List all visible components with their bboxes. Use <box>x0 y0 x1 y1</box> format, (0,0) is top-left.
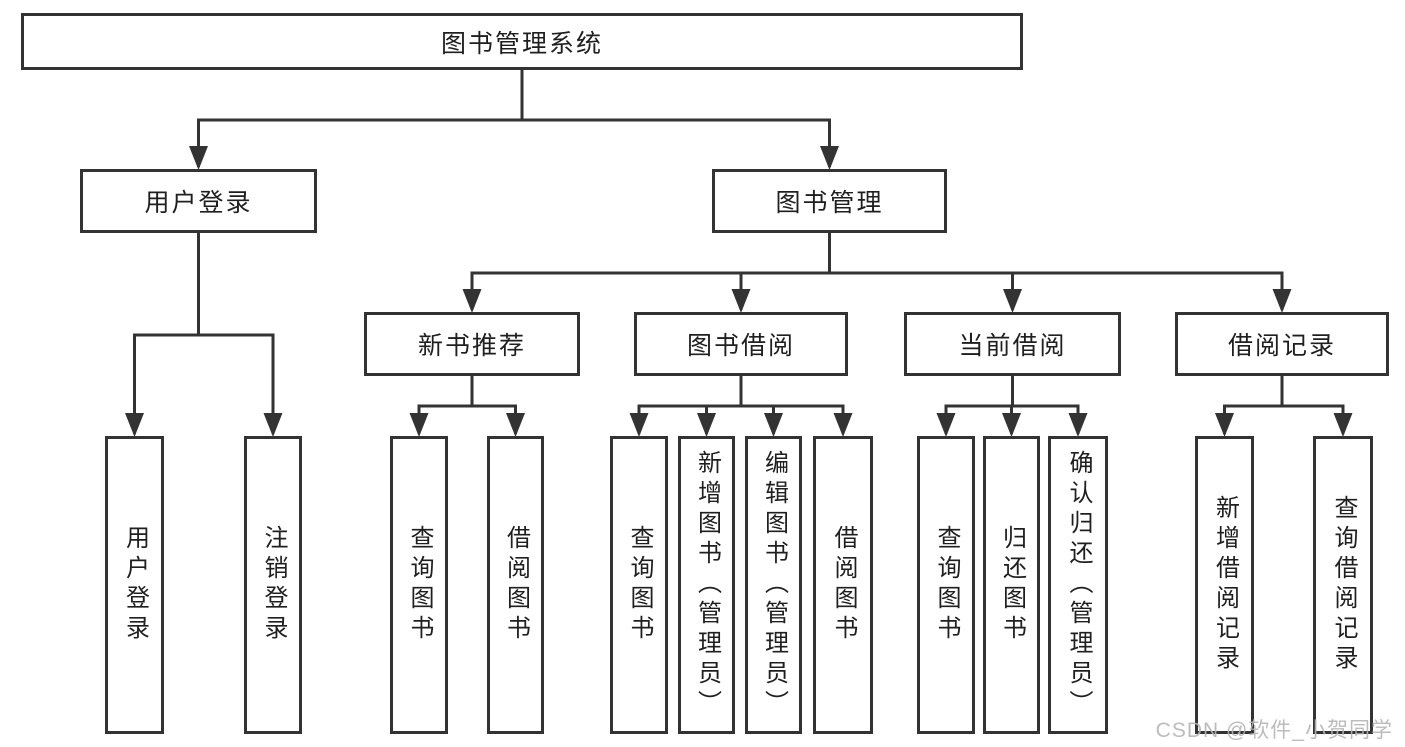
node-label: 注销登录 <box>260 525 287 645</box>
node-leaf-edit-book: 编辑图书（管理员） <box>745 436 802 734</box>
node-label: 确认归还（管理员） <box>1065 450 1092 720</box>
node-leaf-add-borrow-record: 新增借阅记录 <box>1195 436 1254 734</box>
node-label: 新书推荐 <box>417 332 526 360</box>
arrowhead-down <box>189 146 208 170</box>
watermark: CSDN @软件_小贺同学 <box>1155 719 1393 742</box>
node-current-borrow: 当前借阅 <box>904 312 1121 376</box>
node-leaf-borrow-book-2: 借阅图书 <box>813 436 873 734</box>
node-root: 图书管理系统 <box>21 13 1023 70</box>
node-label: 借阅图书 <box>502 525 530 645</box>
arrowhead-down <box>462 289 482 313</box>
arrowhead-down <box>1215 413 1234 437</box>
node-leaf-query-book-1: 查询图书 <box>390 436 448 734</box>
arrowhead-down <box>764 413 783 437</box>
arrowhead-down <box>731 289 751 313</box>
arrowhead-down <box>1002 413 1021 437</box>
node-label: 图书管理系统 <box>440 29 603 58</box>
node-label: 查询图书 <box>406 525 433 645</box>
node-book-mgmt: 图书管理 <box>712 169 947 233</box>
node-label: 当前借阅 <box>958 332 1067 360</box>
node-leaf-query-book-2: 查询图书 <box>610 436 668 734</box>
node-leaf-add-book: 新增图书（管理员） <box>678 436 735 734</box>
node-book-borrow: 图书借阅 <box>634 312 848 376</box>
node-leaf-query-borrow-record: 查询借阅记录 <box>1313 436 1373 734</box>
node-label: 借阅记录 <box>1227 332 1336 360</box>
arrowhead-down <box>833 413 853 437</box>
node-user-login: 用户登录 <box>80 169 317 233</box>
node-label: 归还图书 <box>998 525 1026 645</box>
node-label: 编辑图书（管理员） <box>760 450 788 720</box>
node-label: 查询图书 <box>626 525 653 645</box>
node-leaf-user-login: 用户登录 <box>105 436 164 734</box>
node-label: 新增图书（管理员） <box>693 450 721 720</box>
node-leaf-borrow-book-1: 借阅图书 <box>487 436 544 734</box>
node-leaf-confirm-return: 确认归还（管理员） <box>1048 436 1108 734</box>
arrowhead-down <box>1003 289 1022 313</box>
node-label: 用户登录 <box>144 189 253 217</box>
node-label: 查询图书 <box>933 525 960 645</box>
node-label: 用户登录 <box>121 525 149 645</box>
arrowhead-down <box>936 413 956 437</box>
arrowhead-down <box>1333 413 1353 437</box>
node-label: 借阅图书 <box>830 525 857 645</box>
node-borrow-records: 借阅记录 <box>1175 312 1389 376</box>
node-leaf-return-book: 归还图书 <box>983 436 1040 734</box>
arrowhead-down <box>629 413 649 437</box>
node-leaf-query-book-3: 查询图书 <box>917 436 975 734</box>
node-label: 新增借阅记录 <box>1211 495 1239 675</box>
arrowhead-down <box>697 413 716 437</box>
node-leaf-logout: 注销登录 <box>244 436 302 734</box>
arrowhead-down <box>506 413 525 437</box>
node-label: 查询借阅记录 <box>1330 495 1357 675</box>
arrowhead-down <box>820 146 839 170</box>
arrowhead-down <box>1272 289 1292 313</box>
node-label: 图书管理 <box>775 189 884 217</box>
arrowhead-down <box>409 413 429 437</box>
arrowhead-down <box>1068 413 1088 437</box>
arrowhead-down <box>263 413 283 437</box>
node-new-book-rec: 新书推荐 <box>364 312 580 376</box>
node-label: 图书借阅 <box>686 332 795 360</box>
arrowhead-down <box>125 413 144 437</box>
